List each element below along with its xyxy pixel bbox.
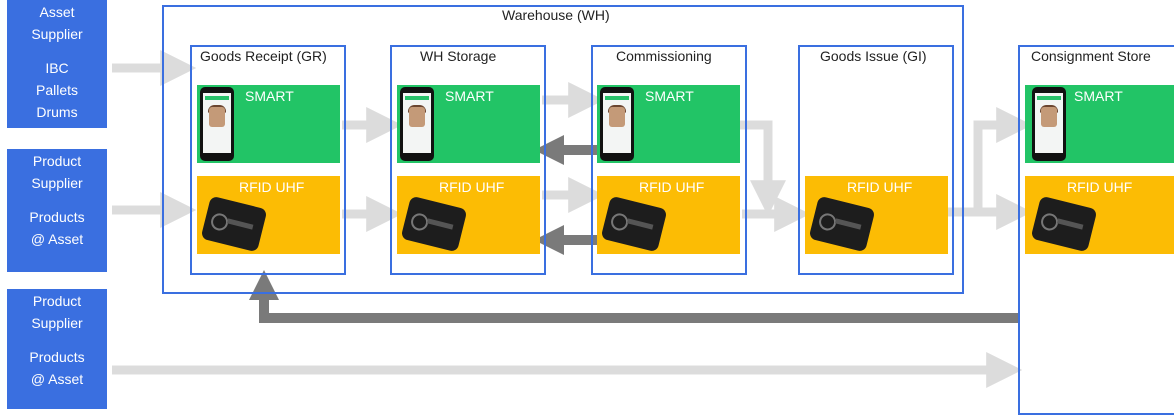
rfid-reader-icon — [400, 195, 468, 253]
smart-tile-commissioning: SMART — [597, 85, 740, 163]
supplier-box-product-1: Product Supplier Products @ Asset — [7, 149, 107, 272]
smartphone-icon — [1032, 87, 1066, 161]
stage-title-consignment-store: Consignment Store — [1031, 48, 1151, 64]
stage-commissioning — [591, 45, 747, 275]
supplier-title-line: Asset — [39, 4, 75, 20]
smart-tile-consignment-store: SMART — [1025, 85, 1174, 163]
smartphone-icon — [400, 87, 434, 161]
warehouse-frame — [162, 5, 964, 294]
smart-label: SMART — [645, 88, 694, 104]
rfid-reader-icon — [1030, 195, 1098, 253]
warehouse-title: Warehouse (WH) — [502, 7, 610, 23]
stage-goods-receipt — [190, 45, 346, 275]
rfid-tile-consignment-store: RFID UHF — [1025, 176, 1174, 254]
rfid-tile-goods-receipt: RFID UHF — [197, 176, 340, 254]
stage-title-wh-storage: WH Storage — [420, 48, 497, 64]
rfid-reader-icon — [200, 195, 268, 253]
supplier-item-line: Drums — [36, 104, 78, 120]
stage-title-goods-issue: Goods Issue (GI) — [820, 48, 927, 64]
stage-goods-issue — [798, 45, 954, 275]
stage-title-goods-receipt: Goods Receipt (GR) — [200, 48, 327, 64]
supplier-title-line: Supplier — [31, 26, 83, 42]
rfid-tile-wh-storage: RFID UHF — [397, 176, 540, 254]
arrow-gi-to-consignment-smart — [973, 107, 1033, 212]
supplier-title-line: Product — [32, 293, 82, 309]
rfid-label: RFID UHF — [239, 179, 305, 195]
smartphone-icon — [600, 87, 634, 161]
supplier-title-line: Product — [32, 153, 82, 169]
rfid-tile-commissioning: RFID UHF — [597, 176, 740, 254]
supplier-box-product-2: Product Supplier Products @ Asset — [7, 289, 107, 409]
smart-tile-goods-receipt: SMART — [197, 85, 340, 163]
supplier-item-line: IBC — [45, 60, 69, 76]
supplier-item-line: @ Asset — [30, 231, 84, 247]
rfid-reader-icon — [600, 195, 668, 253]
supplier-item-line: Products — [29, 209, 85, 225]
rfid-reader-icon — [808, 195, 876, 253]
supplier-item-line: Products — [29, 349, 85, 365]
supplier-item-line: Pallets — [35, 82, 79, 98]
smartphone-icon — [200, 87, 234, 161]
arrow-consignment-return-to-gr — [249, 270, 1020, 323]
rfid-label: RFID UHF — [639, 179, 705, 195]
rfid-label: RFID UHF — [1067, 179, 1133, 195]
stage-title-commissioning: Commissioning — [616, 48, 712, 64]
rfid-tile-goods-issue: RFID UHF — [805, 176, 948, 254]
supplier-box-asset: Asset Supplier IBC Pallets Drums — [7, 0, 107, 128]
rfid-label: RFID UHF — [847, 179, 913, 195]
smart-label: SMART — [1074, 88, 1123, 104]
smart-label: SMART — [245, 88, 294, 104]
smart-label: SMART — [445, 88, 494, 104]
smart-tile-wh-storage: SMART — [397, 85, 540, 163]
supplier-title-line: Supplier — [31, 175, 83, 191]
stage-wh-storage — [390, 45, 546, 275]
supplier-item-line: @ Asset — [30, 371, 84, 387]
arrow-comm-smart-to-gi — [740, 120, 786, 217]
rfid-label: RFID UHF — [439, 179, 505, 195]
supplier-title-line: Supplier — [31, 315, 83, 331]
